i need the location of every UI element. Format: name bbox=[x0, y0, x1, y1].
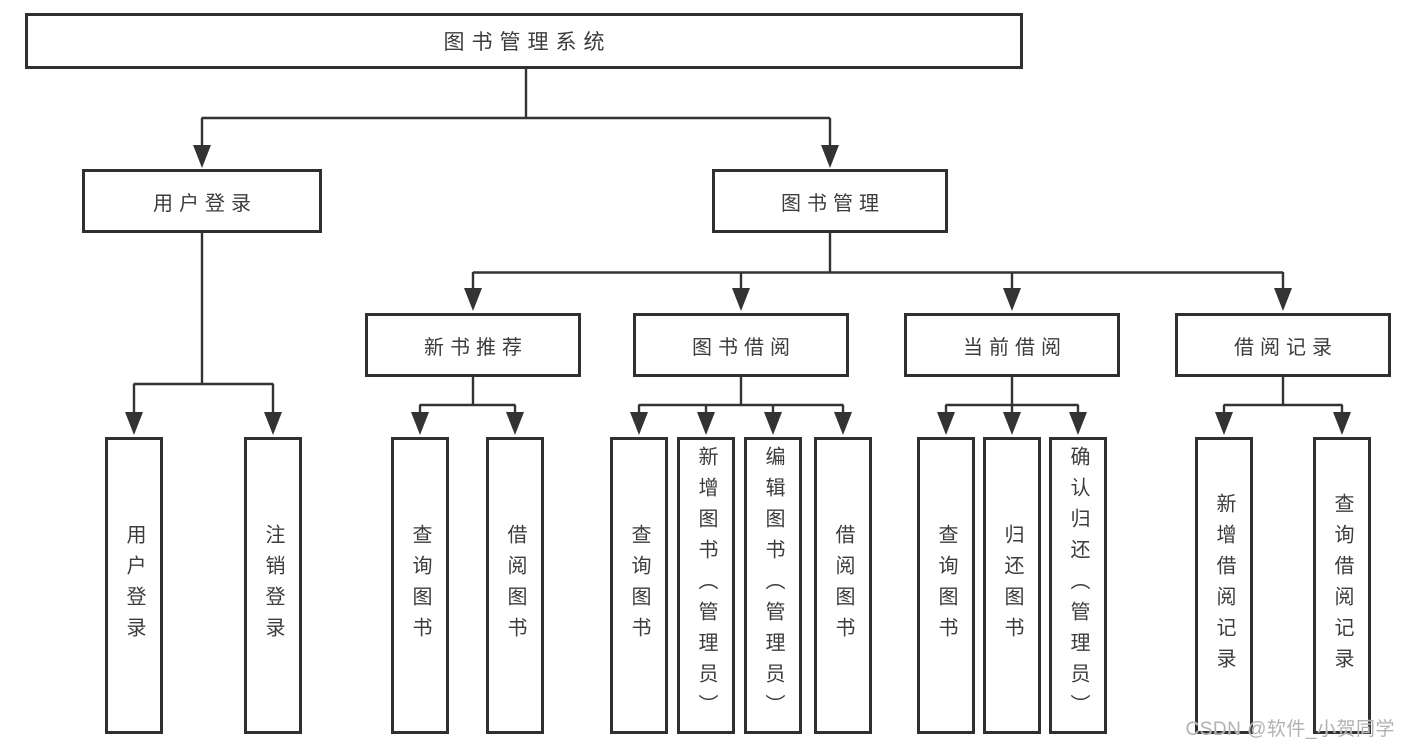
leaf-query-books-recommend: 查询图书 bbox=[391, 437, 449, 734]
leaf-logout: 注销登录 bbox=[244, 437, 302, 734]
csdn-watermark: CSDN @软件_小贺同学 bbox=[1185, 719, 1395, 740]
node-label: 新增借阅记录 bbox=[1213, 492, 1235, 679]
leaf-borrow-books-recommend: 借阅图书 bbox=[486, 437, 544, 734]
node-label: 图书借阅 bbox=[692, 336, 796, 359]
arrowheads bbox=[125, 145, 1351, 435]
node-label: 借阅记录 bbox=[1234, 336, 1338, 359]
node-label: 归还图书 bbox=[1001, 523, 1023, 648]
node-current-borrowing: 当前借阅 bbox=[904, 313, 1120, 377]
node-label: 图书管理 bbox=[781, 192, 885, 215]
leaf-return-book: 归还图书 bbox=[983, 437, 1041, 734]
node-label: 注销登录 bbox=[262, 523, 284, 648]
node-label: 查询图书 bbox=[935, 523, 957, 648]
leaf-query-books-current: 查询图书 bbox=[917, 437, 975, 734]
node-label: 查询图书 bbox=[628, 523, 650, 648]
leaf-user-login: 用户登录 bbox=[105, 437, 163, 734]
node-label: 查询图书 bbox=[409, 523, 431, 648]
connector-stems bbox=[132, 69, 1344, 414]
leaf-confirm-return-admin: 确认归还（管理员） bbox=[1049, 437, 1107, 734]
node-label: 用户登录 bbox=[123, 523, 145, 648]
node-root: 图书管理系统 bbox=[25, 13, 1023, 69]
node-label: 借阅图书 bbox=[504, 523, 526, 648]
node-book-management: 图书管理 bbox=[712, 169, 948, 233]
node-label: 图书管理系统 bbox=[443, 31, 612, 54]
leaf-edit-book-admin: 编辑图书（管理员） bbox=[744, 437, 802, 734]
leaf-add-book-admin: 新增图书（管理员） bbox=[677, 437, 735, 734]
node-user-login: 用户登录 bbox=[82, 169, 322, 233]
node-borrowing-records: 借阅记录 bbox=[1175, 313, 1391, 377]
leaf-add-borrow-record: 新增借阅记录 bbox=[1195, 437, 1253, 734]
node-label: 用户登录 bbox=[153, 192, 257, 215]
node-new-book-recommend: 新书推荐 bbox=[365, 313, 581, 377]
node-label: 确认归还（管理员） bbox=[1067, 446, 1089, 725]
node-label: 编辑图书（管理员） bbox=[762, 446, 784, 725]
node-label: 借阅图书 bbox=[832, 523, 854, 648]
leaf-query-books-borrowing: 查询图书 bbox=[610, 437, 668, 734]
leaf-query-borrow-record: 查询借阅记录 bbox=[1313, 437, 1371, 734]
node-book-borrowing: 图书借阅 bbox=[633, 313, 849, 377]
node-label: 当前借阅 bbox=[963, 336, 1067, 359]
node-label: 新增图书（管理员） bbox=[695, 446, 717, 725]
node-label: 查询借阅记录 bbox=[1331, 492, 1353, 679]
leaf-borrow-books-2: 借阅图书 bbox=[814, 437, 872, 734]
node-label: 新书推荐 bbox=[424, 336, 528, 359]
